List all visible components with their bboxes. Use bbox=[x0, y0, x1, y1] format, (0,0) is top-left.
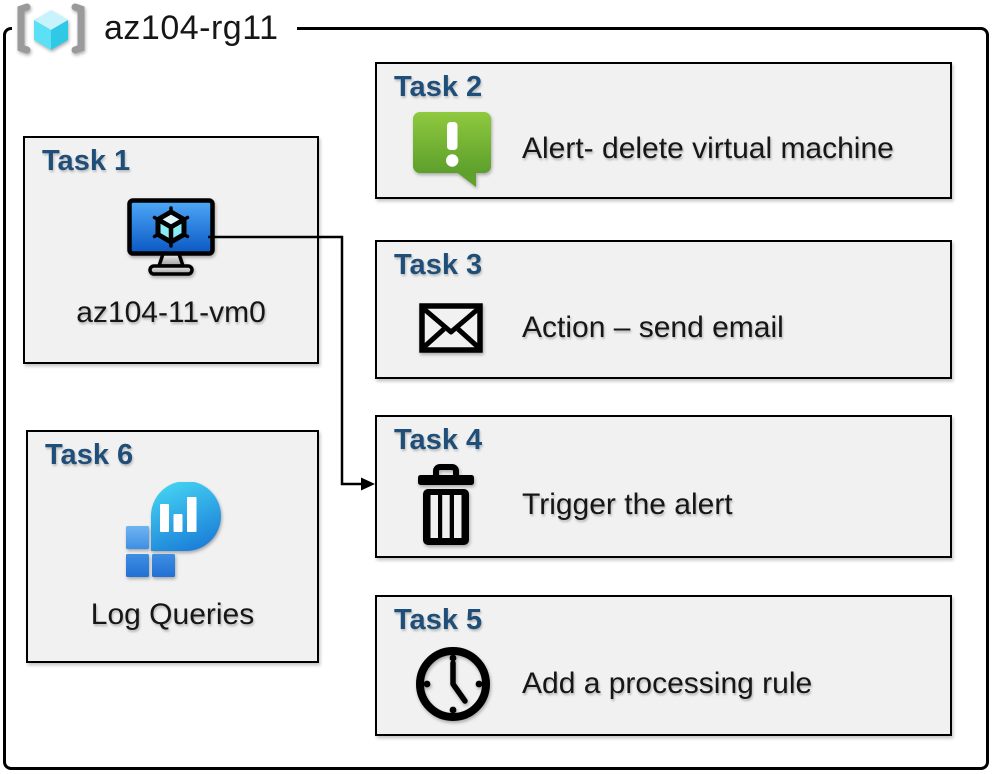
task-3-box: Task 3 Action – send email bbox=[375, 240, 952, 379]
trash-delete-icon bbox=[418, 463, 474, 545]
task-1-box: Task 1 bbox=[23, 136, 319, 364]
resource-group-header: az104-rg11 bbox=[12, 0, 297, 56]
task-2-title: Task 2 bbox=[394, 71, 483, 103]
task-1-title: Task 1 bbox=[42, 145, 131, 177]
task-5-box: Task 5 Add a processing rule bbox=[375, 595, 952, 736]
task-4-box: Task 4 Trigger the alert bbox=[375, 415, 952, 558]
email-envelope-icon bbox=[419, 302, 483, 353]
task-3-title: Task 3 bbox=[394, 249, 483, 281]
task-2-box: Task 2 Alert- delete virtual machine bbox=[375, 62, 952, 199]
alert-message-icon bbox=[413, 111, 491, 187]
resource-group-frame bbox=[3, 27, 989, 770]
task-6-title: Task 6 bbox=[45, 439, 134, 471]
task-5-title: Task 5 bbox=[394, 604, 483, 636]
task-6-box: Task 6 bbox=[26, 430, 319, 663]
task-4-label: Trigger the alert bbox=[522, 487, 733, 521]
virtual-machine-icon bbox=[127, 198, 215, 277]
clock-icon bbox=[416, 646, 490, 721]
resource-group-icon bbox=[17, 3, 85, 53]
task-2-label: Alert- delete virtual machine bbox=[522, 131, 894, 165]
task-4-title: Task 4 bbox=[394, 424, 483, 456]
task-3-label: Action – send email bbox=[522, 310, 784, 344]
task-1-label: az104-11-vm0 bbox=[76, 296, 266, 330]
task-6-label: Log Queries bbox=[90, 598, 255, 632]
resource-group-name: az104-rg11 bbox=[104, 8, 279, 47]
task-5-label: Add a processing rule bbox=[522, 666, 813, 700]
log-queries-icon bbox=[125, 482, 221, 578]
